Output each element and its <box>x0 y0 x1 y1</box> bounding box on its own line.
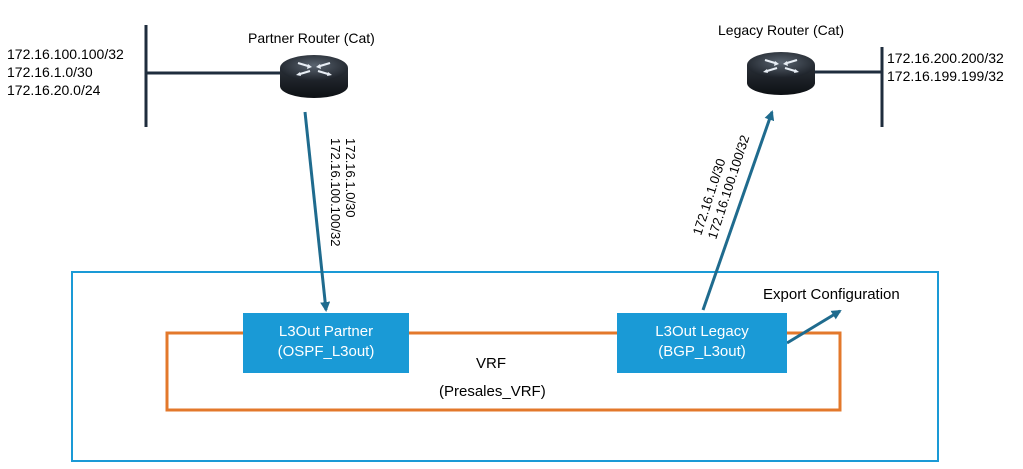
vrf-loop <box>165 331 842 412</box>
partner-prefix-list: 172.16.100.100/32 172.16.1.0/30 172.16.2… <box>7 45 124 99</box>
vrf-name-label: (Presales_VRF) <box>439 383 546 400</box>
l3out-legacy-protocol: (BGP_L3out) <box>658 343 746 360</box>
router-icon <box>747 52 815 95</box>
prefix-item: 172.16.100.100/32 <box>7 46 124 62</box>
prefix-item: 172.16.199.199/32 <box>887 68 1004 84</box>
partner-arrow-label: 172.16.100.100/32 <box>328 138 343 246</box>
router-icon <box>280 55 348 98</box>
prefix-item: 172.16.1.0/30 <box>7 64 93 80</box>
partner-router-title: Partner Router (Cat) <box>248 30 375 46</box>
l3out-partner-name: L3Out Partner <box>278 323 374 340</box>
vrf-label: VRF <box>476 355 506 372</box>
aci-fabric-container <box>71 271 939 462</box>
legacy-prefix-list: 172.16.200.200/32 172.16.199.199/32 <box>887 49 1004 85</box>
export-configuration-label: Export Configuration <box>763 286 900 303</box>
export-arrow <box>786 309 842 345</box>
prefix-item: 172.16.200.200/32 <box>887 50 1004 66</box>
l3out-legacy-name: L3Out Legacy <box>655 323 749 340</box>
prefix-item: 172.16.20.0/24 <box>7 82 101 98</box>
l3out-legacy-box: L3Out Legacy (BGP_L3out) <box>617 313 787 373</box>
legacy-router-title: Legacy Router (Cat) <box>718 22 845 38</box>
partner-arrow-label: 172.16.1.0/30 <box>343 138 358 218</box>
l3out-partner-protocol: (OSPF_L3out) <box>277 343 375 360</box>
partner-route-arrow <box>303 111 331 312</box>
l3out-partner-box: L3Out Partner (OSPF_L3out) <box>243 313 409 373</box>
legacy-route-arrow <box>701 110 775 311</box>
